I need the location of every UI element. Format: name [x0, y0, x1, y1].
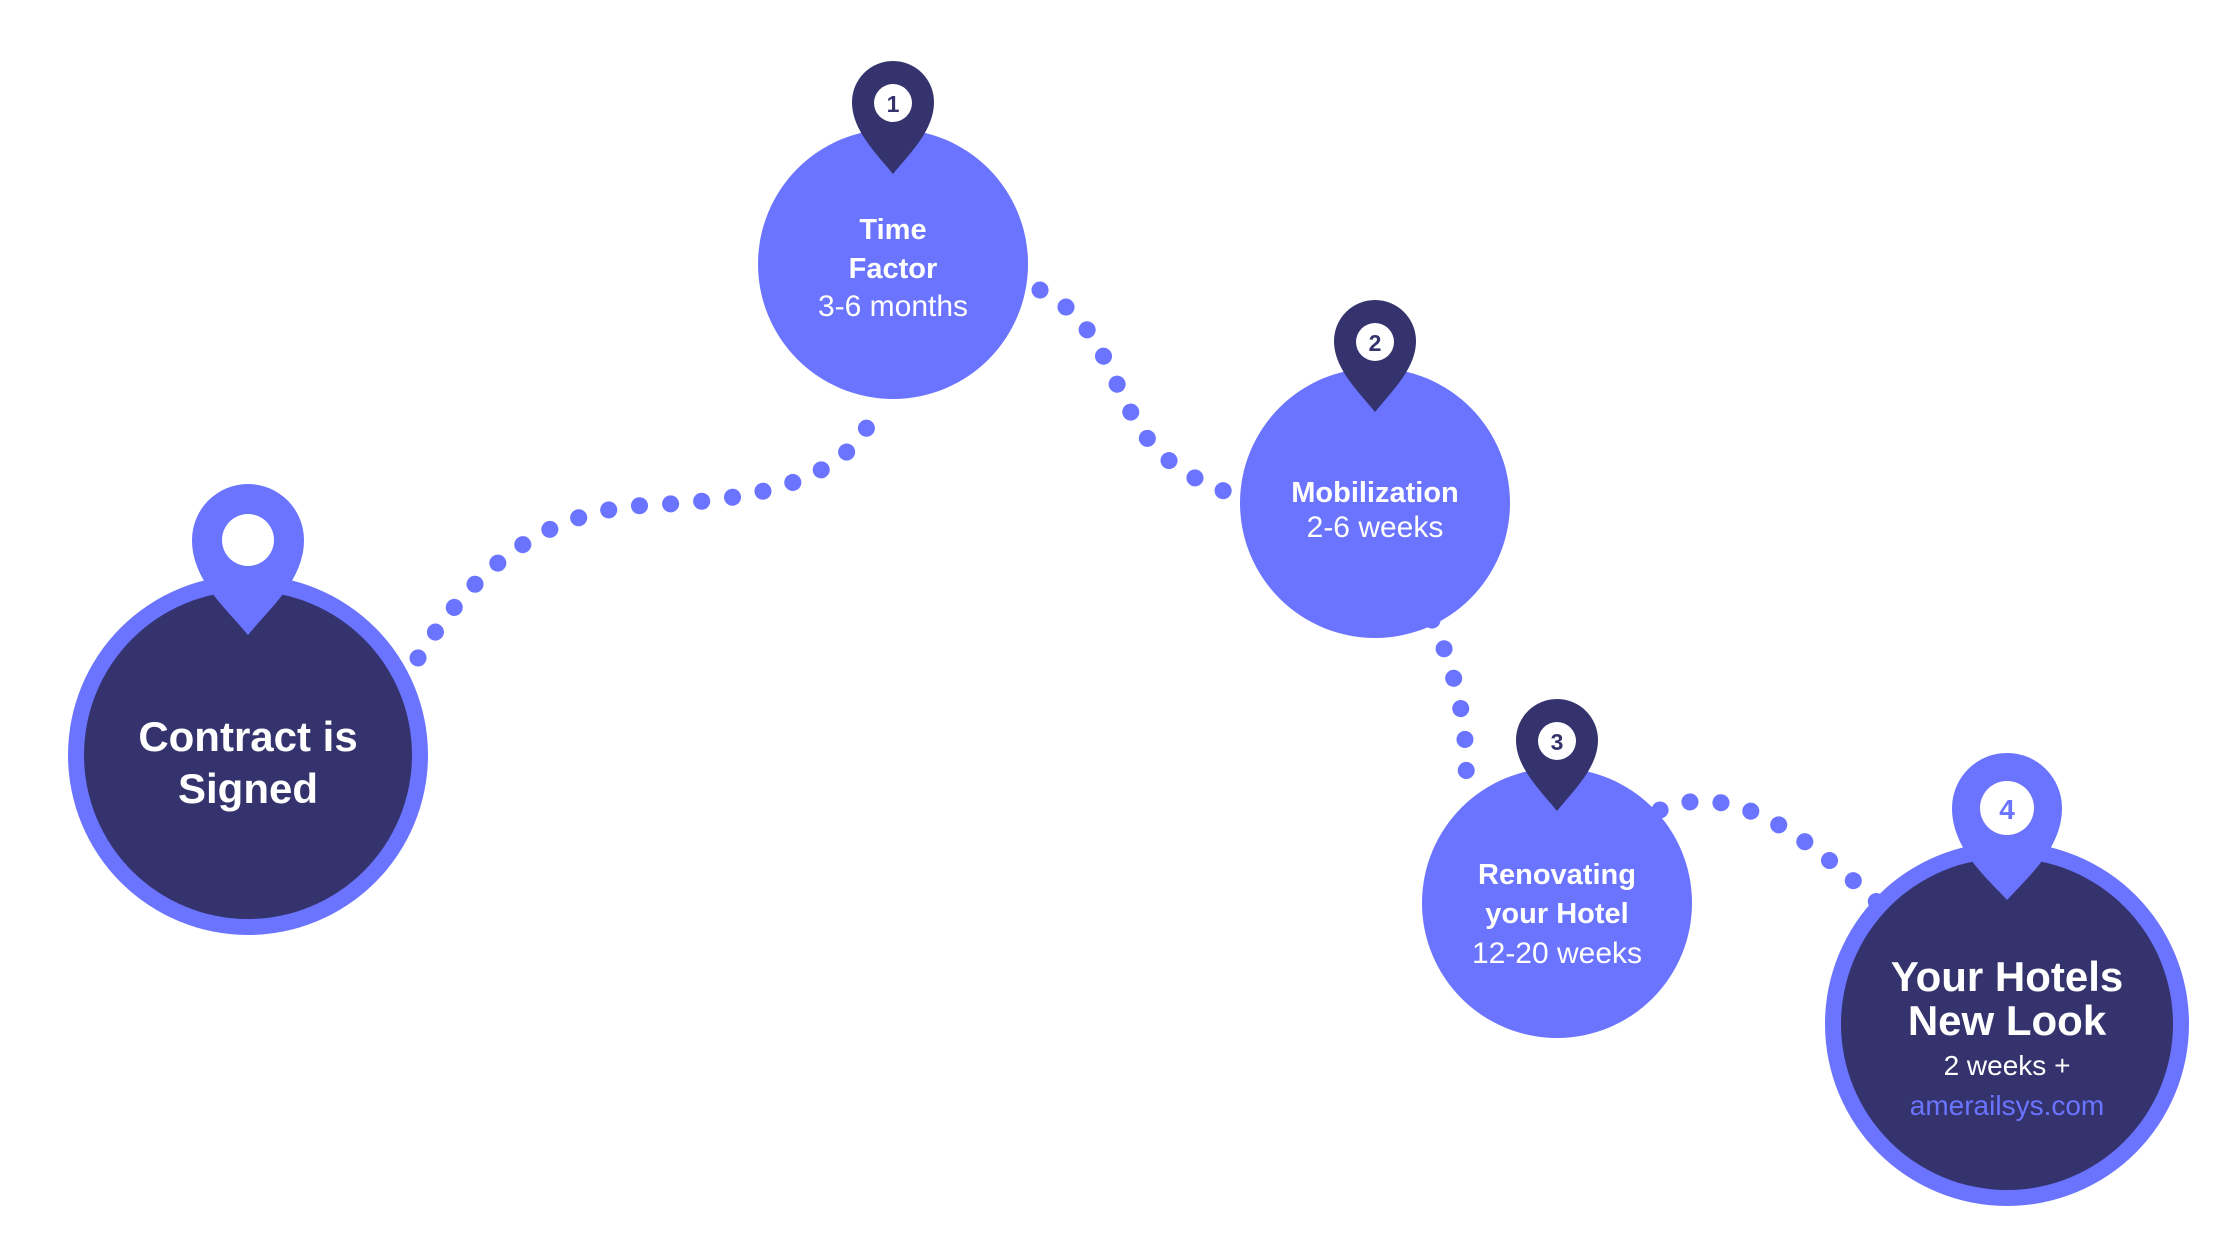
step-3-title-line-2: your Hotel — [1485, 898, 1629, 930]
step-3-duration: 12-20 weeks — [1471, 937, 1643, 970]
start-title-line-2: Signed — [177, 765, 319, 812]
finish-title-line-2: New Look — [1907, 997, 2107, 1044]
step-2-pin-icon: 2 — [1334, 300, 1416, 412]
step-3-node — [1422, 768, 1692, 1038]
step-1-pin-icon: 1 — [852, 61, 934, 174]
finish-pin-icon: 4 — [1952, 753, 2062, 900]
step-2-node — [1240, 368, 1510, 638]
step-1-title-line-2: Factor — [848, 253, 938, 285]
finish-title-line-1: Your Hotels — [1890, 953, 2124, 1000]
step-2-number: 2 — [1369, 330, 1382, 356]
step-2-title: Mobilization — [1291, 477, 1459, 509]
step-3-title-line-1: Renovating — [1478, 859, 1636, 891]
website-link[interactable]: amerailsys.com — [1909, 1090, 2105, 1121]
finish-node — [1825, 842, 2189, 1206]
step-3-pin-icon: 3 — [1516, 699, 1598, 811]
connector-step-3-to-finish — [1651, 792, 1889, 914]
finish-number: 4 — [1999, 794, 2015, 825]
start-node — [68, 575, 428, 935]
step-1-number: 1 — [887, 91, 900, 117]
connector-step-1-to-step-2 — [1031, 281, 1239, 501]
finish-duration: 2 weeks + — [1943, 1050, 2071, 1081]
step-1-duration: 3-6 months — [817, 290, 969, 323]
step-1-title-line-1: Time — [859, 214, 927, 246]
start-title-line-1: Contract is — [138, 713, 358, 760]
step-3-number: 3 — [1551, 729, 1564, 755]
step-2-duration: 2-6 weeks — [1306, 511, 1444, 544]
connector-start-to-step-1 — [409, 401, 884, 667]
connector-step-2-to-step-3 — [1423, 611, 1475, 804]
step-1-node — [758, 129, 1028, 399]
location-pin-icon — [192, 484, 304, 635]
